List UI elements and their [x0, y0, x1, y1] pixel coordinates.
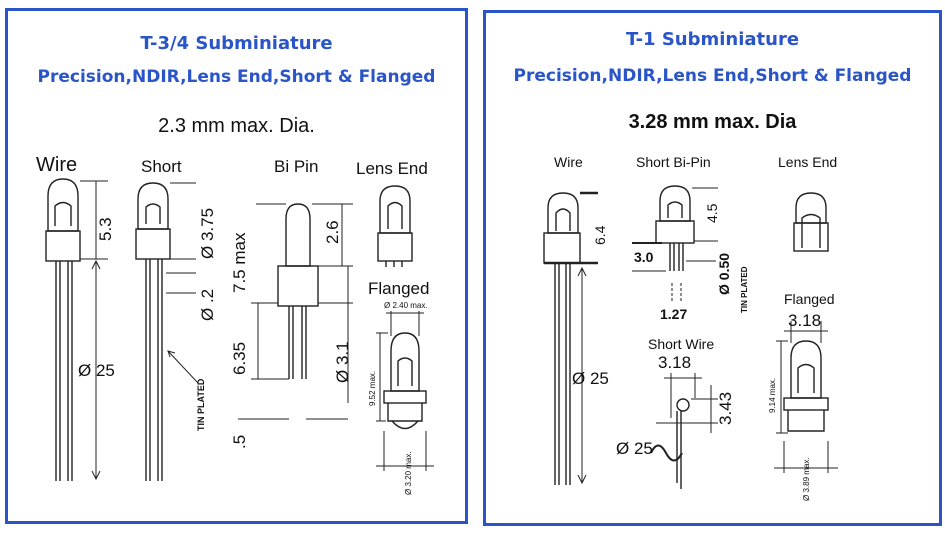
lens-end-lamp-drawing: [377, 185, 413, 267]
dim-flanged-top: 3.18: [788, 311, 822, 330]
dim-wire-height: 5.3: [96, 217, 115, 241]
label-lens-end: Lens End: [356, 159, 428, 178]
dim-bipin-dia: Ø 3.1: [333, 341, 352, 383]
dim-bipin-top: 2.6: [323, 220, 342, 244]
panel-title: T-3/4 Subminiature: [140, 33, 333, 54]
label-flanged: Flanged: [368, 279, 430, 298]
dim-bipin-pin: Ø 0.50: [716, 252, 732, 295]
dim-bipin-pin: .5: [230, 434, 249, 449]
panel-subtitle: Precision,NDIR,Lens End,Short & Flanged: [513, 66, 912, 86]
dim-bipin-height: 4.5: [704, 203, 720, 223]
lens-end-lamp-drawing: [793, 192, 829, 252]
dim-flanged-height: 9.14 max.: [768, 377, 777, 413]
dim-short-wire-length: Ø 25: [616, 439, 653, 458]
short-wire-drawing: [650, 373, 718, 489]
label-lens-end: Lens End: [778, 154, 838, 170]
panel-subtitle: Precision,NDIR,Lens End,Short & Flanged: [37, 67, 436, 87]
dim-short-wire-height: 3.43: [716, 391, 735, 425]
dim-bipin-gap: 6.35: [230, 341, 249, 375]
wire-lamp-drawing: [543, 191, 598, 485]
label-flanged: Flanged: [784, 291, 835, 307]
diameter-spec: 2.3 mm max. Dia.: [158, 115, 315, 137]
t1-drawings: [543, 185, 838, 489]
short-bipin-lamp-drawing: [632, 185, 718, 301]
dim-bipin-length: 7.5 max: [230, 232, 249, 293]
label-short-bipin: Short Bi-Pin: [636, 154, 711, 170]
dim-bipin-pin-length: 3.0: [634, 249, 654, 265]
panel-t1-subminiature: T-1 Subminiature Precision,NDIR,Lens End…: [483, 10, 942, 526]
t34-drawings: [45, 178, 434, 481]
panel-title: T-1 Subminiature: [625, 29, 800, 50]
label-short-wire: Short Wire: [648, 336, 715, 352]
flanged-lamp-drawing: [774, 321, 838, 473]
dim-wire-length: Ø 25: [78, 361, 115, 380]
dim-short-pin: Ø .2: [198, 288, 217, 321]
dim-wire-height: 6.4: [592, 225, 608, 245]
wire-lamp-drawing: [45, 178, 108, 481]
label-wire: Wire: [36, 154, 78, 176]
label-tin-plated: TIN PLATED: [196, 378, 206, 431]
dim-flanged-bottom: Ø 3.89 max.: [802, 457, 811, 501]
bipin-lamp-drawing: [238, 203, 353, 420]
dim-flanged-bottom: Ø 3.20 max.: [404, 451, 413, 495]
dim-short-height: Ø 3.75: [198, 207, 217, 259]
label-wire: Wire: [554, 154, 583, 170]
label-short: Short: [141, 157, 182, 176]
dim-short-wire-width: 3.18: [658, 353, 692, 372]
panel-t34-subminiature: T-3/4 Subminiature Precision,NDIR,Lens E…: [5, 8, 468, 524]
flanged-lamp-drawing: [376, 311, 434, 471]
label-bipin: Bi Pin: [274, 157, 319, 176]
diameter-spec: 3.28 mm max. Dia: [628, 111, 797, 133]
dim-bipin-spacing: 1.27: [660, 306, 688, 322]
short-lamp-drawing: [135, 182, 199, 481]
dim-flanged-top: Ø 2.40 max.: [384, 301, 428, 310]
label-tin-plated: TIN PLATED: [740, 266, 749, 313]
dim-flanged-height: 9.52 max.: [368, 370, 377, 406]
dim-wire-length: Ø 25: [572, 369, 609, 388]
